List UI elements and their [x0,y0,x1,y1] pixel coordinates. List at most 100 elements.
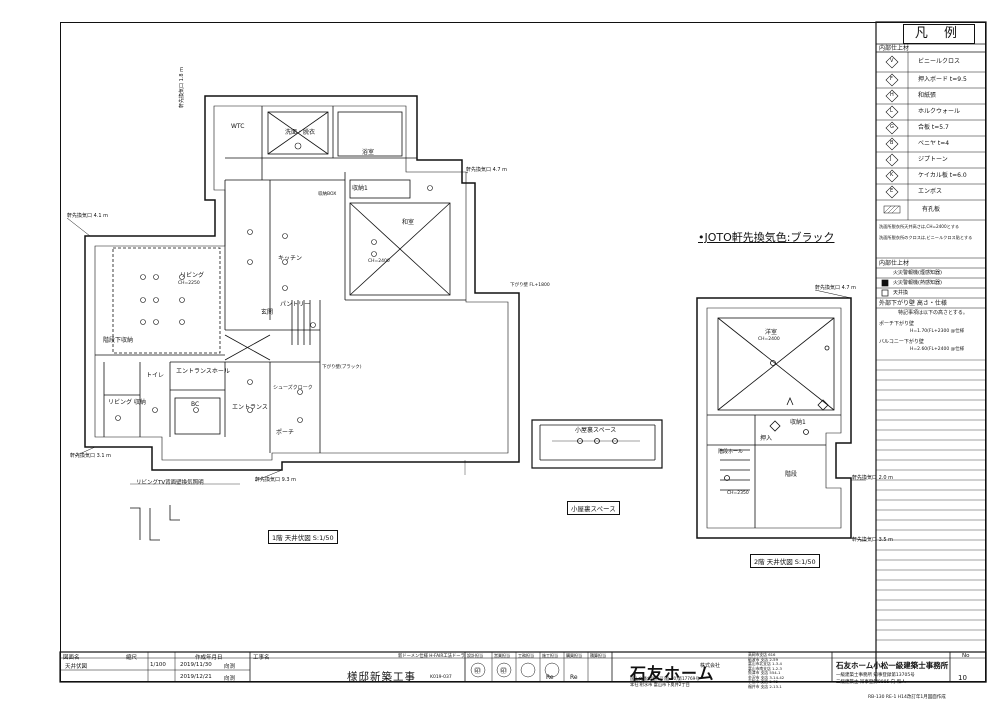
branch-item: 魚津市 支店 554-1 [748,670,781,675]
tb-drawing-name: 天井伏図 [65,664,88,670]
ceiling-height-label: CH=2350 [727,491,749,496]
tb-header-no: No [962,653,970,659]
page-number: 10 [958,674,967,682]
room-label: リビング 収納 [108,399,146,406]
room-label: 収納1 [790,419,806,426]
ceiling-height-label: CH=2400 [758,337,780,342]
room-label: 和室 [402,219,415,226]
tv-detail-title: リビングTV背面壁換気照明 [136,480,204,486]
tb-stamp-header: 積算担当 [590,653,606,658]
legend-symbol: B [890,140,894,146]
vent-label: 軒先換気口 4.7 m [466,167,508,173]
tb-date-1: 2019/11/30 [180,662,212,668]
legend-label: ビニールクロス [918,58,961,65]
legend-label: ホルクウォール [918,108,961,115]
legend-symbol: K [890,172,894,178]
stamp-mark: ㊞ [500,667,507,675]
attic-title: 小屋裏スペース [567,501,620,515]
room-label: 階段ホール [718,449,744,455]
legend-label: 合板 t=5.7 [918,124,949,131]
legend-section-interior-2: 内部仕上材 [879,260,910,267]
tb-scale: 1/100 [150,662,166,668]
legend-symbol: J [890,156,892,162]
room-label: パントリー [280,301,311,308]
room-label: キッチン [278,255,303,262]
legend-label: エンボス [918,188,943,195]
vent-label: 軒先換気口 4.1 m [67,213,109,219]
branch-item: 金沢市 支店 3-14-42 [748,674,785,680]
room-label: 洋室 [765,329,778,336]
tb-license-2: 本社:射水市 富山市下奥井2丁目 [630,682,690,687]
legend-hatch-label: 有孔板 [922,206,941,213]
stamp-mark: ㊞ [474,667,481,675]
legend-item2: 火災警報機(熱感知器) [893,280,942,286]
tb-stamp-header: 設計担当 [467,653,483,658]
tb-stamp-header: 購買担当 [566,653,582,658]
legend-label: ベニヤ t=4 [918,140,950,147]
tb-code: K019-037 [430,675,452,680]
legend-item2: 天井換 [893,290,909,296]
attic-label: 小屋裏スペース [575,427,617,434]
tb-header-drawing: 図面名 [63,655,80,661]
room-label: BC [191,401,200,408]
room-label: エントランス [232,404,268,411]
vent-label: 軒先換気口 3.1 m [70,453,112,459]
legend-label: ジプトーン [918,156,948,163]
vent-label: 軒先換気口 3.5 m [852,537,894,543]
legend-balcony-label: バルコニー下がり壁 [879,339,924,345]
room-label: リビング [180,272,205,279]
drop-wall-label: 下がり壁 FL+1800 [510,283,550,288]
legend-title: 凡 例 [903,24,975,44]
vent-label: 軒先換気口 1.8 m [179,66,185,108]
company-logo: 石友ホーム [630,664,715,683]
legend-balcony-value: H=2.60(FL+2400 @仕様 [910,347,965,352]
room-label: 階段 [785,471,798,478]
vent-label: 軒先換気口 4.7 m [815,285,857,291]
tb-stamp-header: 工務担当 [518,653,534,658]
room-label: エントランスホール [176,368,230,375]
tb-stamp-header: 営業担当 [494,653,510,658]
legend-note-2: 洗面所脱衣所のクロスは,ビニールクロス貼とする [879,235,973,240]
tb-stamp-header: 施工担当 [542,653,558,658]
room-label: 押入 [760,435,773,442]
legend-symbol: E [890,188,894,194]
tb-license-1: 国土交通大臣許可(般-30)第17769号 [630,676,700,681]
room-label: 収納1 [352,185,368,192]
legend-exterior-note: 特記事項は以下の高さとする。 [898,310,968,316]
branch-item: 砺波市 支店 2-59 [748,656,779,662]
branch-item: 富山市南支店 1-2-3 [748,665,782,671]
tb-project-name: 様邸新築工事 [347,671,416,683]
legend-label: 押入ボード t=9.5 [918,76,967,83]
legend-note-1: 洗面所脱衣所天井高さは,CH=2400とする [879,224,960,229]
ceiling-height-label: CH=2250 [178,281,200,286]
tb-header-scale: 縮尺 [126,655,138,661]
legend-symbol: F [890,76,893,82]
legend-symbol: L [890,108,893,114]
branch-item: 小松市 支店 2-72 [748,679,779,684]
plan1-outer-wall [84,95,520,471]
drop-wall-label: 下がり壁(ブラック) [322,365,362,370]
plan2-title: 2階 天井伏図 S:1/50 [750,554,820,568]
branch-item: 高岡市支店 616 [748,652,776,657]
legend-label: 和紙張 [918,92,937,99]
joto-notice: •JOTO軒先換気色:ブラック [698,231,835,244]
stamp-mark: Re [546,674,554,681]
room-label: 洗面・脱衣 [285,129,316,136]
room-label: シューズクローク [273,385,313,391]
room-label: 玄関 [261,309,274,316]
architect-reg-2: 二級建築士 知事登録8885 向 和人 [836,680,906,685]
vent-label: 軒先換気口 2.0 m [852,475,894,481]
room-label: 浴室 [362,149,375,156]
footer-note: RB-130 RE-1 H14改訂年1月図面作成 [868,695,946,700]
stamp-mark: Re [570,674,578,681]
legend-item2: 火災警報機(煙感知器) [893,270,942,276]
legend-symbol: G [890,124,894,130]
tb-date-2: 2019/12/21 [180,674,212,680]
tb-header-date: 作成年月日 [195,655,223,661]
legend-label: ケイカル板 t=6.0 [918,172,967,179]
legend-symbol: V [890,58,894,64]
plan1-title: 1階 天井伏図 S:1/50 [268,530,338,544]
plan2-outer-wall [696,297,852,539]
legend-porch-label: ポーチ下がり壁 [879,321,915,327]
